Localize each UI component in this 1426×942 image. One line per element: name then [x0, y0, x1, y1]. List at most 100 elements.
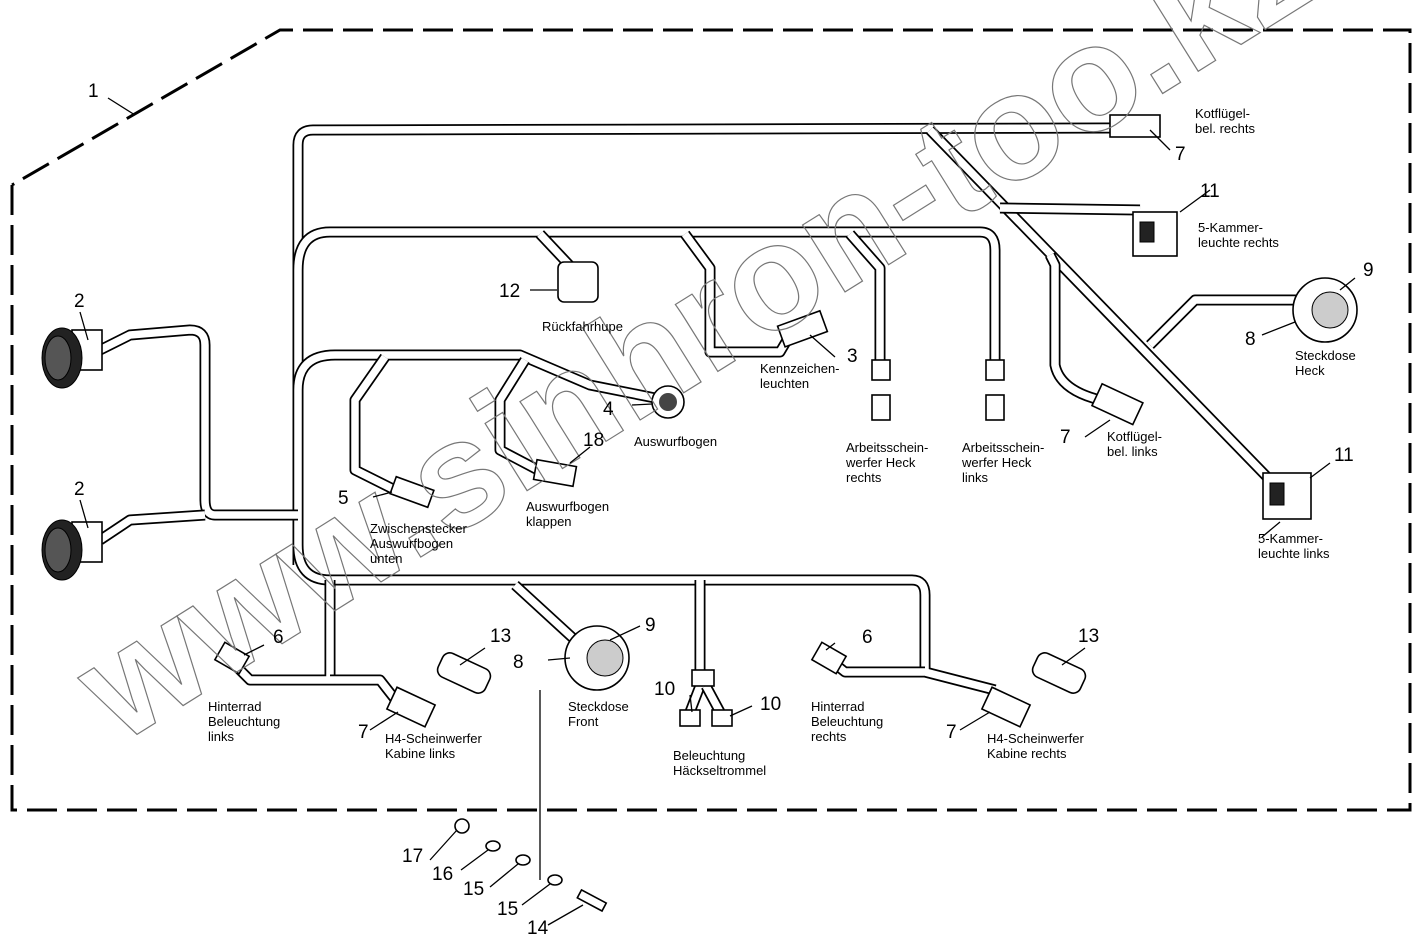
connector-kotfluegel-links [1090, 382, 1144, 426]
callout-2: 2 [74, 291, 85, 312]
connectors [41, 114, 1358, 913]
wire-branch [702, 684, 724, 714]
label-line: Hinterrad [208, 699, 261, 714]
wire-branch [330, 676, 401, 706]
callout-9: 9 [645, 615, 656, 636]
callout-16: 16 [432, 864, 453, 885]
label-line: H4-Scheinwerfer [385, 731, 482, 746]
label-line: 5-Kammer- [1198, 220, 1263, 235]
label-line: Beleuchtung [811, 714, 883, 729]
bolt-14 [576, 888, 608, 913]
label-line: Häckseltrommel [673, 763, 766, 778]
label-line: Auswurfbogen [370, 536, 453, 551]
watermark: www.sinhron-too.kz [47, 0, 1341, 773]
component-labels: Kotflügel-bel. rechts 5-Kammer-leuchte re… [208, 106, 1356, 778]
label-line: Beleuchtung [208, 714, 280, 729]
label-line: 5-Kammer- [1258, 531, 1323, 546]
callout-5: 5 [338, 488, 349, 509]
label-line: Kabine rechts [987, 746, 1067, 761]
wire-branch [294, 228, 999, 362]
callout-13: 13 [490, 626, 511, 647]
label-line: Beleuchtung [673, 748, 745, 763]
callout-7: 7 [946, 722, 957, 743]
label-line: Kabine links [385, 746, 456, 761]
callout-10: 10 [760, 694, 781, 715]
callout-8: 8 [1245, 329, 1256, 350]
callout-10: 10 [654, 679, 675, 700]
label-line: rechts [846, 470, 882, 485]
label-line: Arbeitsschein- [846, 440, 928, 455]
label-line: Kotflügel- [1107, 429, 1162, 444]
label-line: Kennzeichen- [760, 361, 840, 376]
connector-zwischenstecker [389, 475, 435, 509]
connector-trommel-split [691, 669, 715, 687]
horn-connector [557, 261, 599, 303]
wire-branch [847, 231, 884, 362]
label-line: bel. rechts [1195, 121, 1255, 136]
label-line: Kotflügel- [1195, 106, 1250, 121]
label-auswurfbogen: Auswurfbogen [634, 434, 717, 449]
wire-branch [1147, 296, 1300, 348]
callout-4: 4 [603, 399, 614, 420]
connector-arbeits-rechts [871, 359, 891, 381]
callout-15: 15 [463, 879, 484, 900]
label-line: Steckdose [1295, 348, 1356, 363]
callout-11: 11 [1334, 445, 1354, 466]
label-line: links [962, 470, 989, 485]
connector-h4-rechts [980, 686, 1032, 728]
label-line: Front [568, 714, 599, 729]
connector-trommel-b [711, 709, 733, 727]
wire-branch [496, 358, 540, 474]
wire-harness [96, 122, 1300, 715]
label-line: rechts [811, 729, 847, 744]
round-plug-bottom [41, 519, 103, 581]
wire-branch [98, 326, 298, 519]
wire-branch [512, 582, 578, 643]
wire-branch [294, 351, 656, 402]
connector-trommel-a [679, 709, 701, 727]
label-kammer-rechts: 5-Kammer-leuchte rechts [1198, 220, 1279, 250]
wire-branch [681, 231, 794, 356]
label-kammer-links: 5-Kammer-leuchte links [1258, 531, 1330, 561]
connector-kennzeichen [776, 309, 829, 348]
callout-17: 17 [402, 846, 423, 867]
label-line: leuchte rechts [1198, 235, 1279, 250]
washer-15a [515, 854, 531, 866]
callout-3: 3 [847, 346, 858, 367]
label-line: Hinterrad [811, 699, 864, 714]
callout-13: 13 [1078, 626, 1099, 647]
wire-branch [1046, 253, 1101, 404]
label-line: werfer Heck [961, 455, 1032, 470]
wire-branch [999, 204, 1141, 214]
assembly-boundary [10, 28, 1412, 812]
label-line: Arbeitsschein- [962, 440, 1044, 455]
callout-7: 7 [358, 722, 369, 743]
nut-17 [454, 818, 470, 834]
label-kotfluegel-rechts: Kotflügel-bel. rechts [1195, 106, 1255, 136]
callout-2: 2 [74, 479, 85, 500]
label-line: klappen [526, 514, 572, 529]
wire-branch [97, 324, 298, 521]
leader-lines [79, 97, 1356, 926]
connector-h4-links-mate [436, 652, 492, 694]
label-line: werfer Heck [845, 455, 916, 470]
connector-hinterrad-rechts [810, 641, 848, 675]
label-line: Steckdose [568, 699, 629, 714]
callout-6: 6 [862, 627, 873, 648]
label-line: Heck [1295, 363, 1325, 378]
callout-8: 8 [513, 652, 524, 673]
callout-9: 9 [1363, 260, 1374, 281]
label-line: H4-Scheinwerfer [987, 731, 1084, 746]
label-rueckfahrhupe: Rückfahrhupe [542, 319, 623, 334]
connector-arbeits-links [985, 359, 1005, 381]
